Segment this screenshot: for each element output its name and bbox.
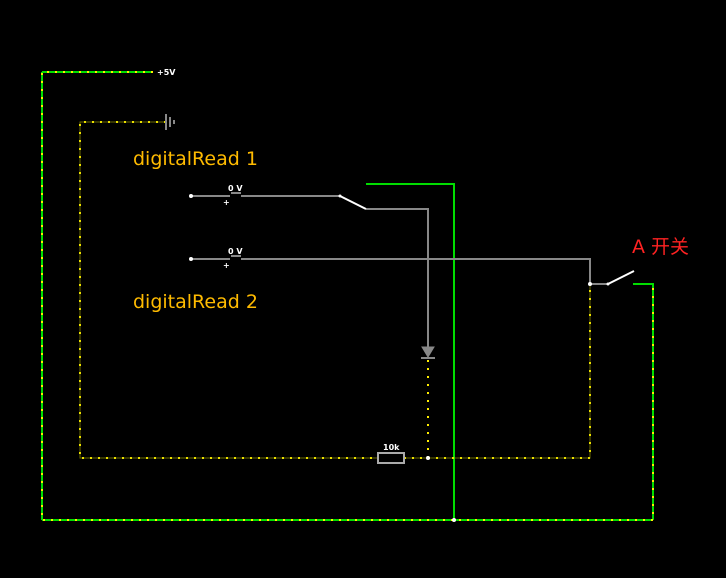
voltmeter-1-value: 0 V	[228, 184, 243, 193]
voltmeter-2-value: 0 V	[228, 247, 243, 256]
switch-1[interactable]	[338, 194, 367, 210]
digital-read-1-label: digitalRead 1	[133, 148, 258, 170]
wire-ground-top[interactable]	[79, 121, 378, 459]
wire-read2-to-switchA[interactable]	[241, 258, 591, 284]
switch-a-label: A 开关	[632, 236, 689, 258]
wire-ground-bottom-right[interactable]	[404, 284, 591, 459]
ground-symbol-icon[interactable]	[165, 114, 175, 130]
voltmeter-2[interactable]	[189, 255, 241, 261]
digital-read-2-label: digitalRead 2	[133, 291, 258, 313]
diode-icon[interactable]	[421, 330, 435, 359]
ground-loop-wires	[79, 121, 591, 459]
resistor-10k[interactable]	[377, 452, 405, 464]
voltmeter-2-polarity: +	[223, 261, 230, 270]
voltmeter-1-polarity: +	[223, 198, 230, 207]
supply-label: +5V	[157, 68, 176, 77]
wire-switch1-out[interactable]	[366, 208, 429, 330]
junction-dots	[426, 282, 592, 522]
voltmeter-1[interactable]	[189, 192, 241, 198]
signal-wires	[191, 195, 608, 330]
wire-plus5v-right[interactable]	[633, 283, 654, 520]
switch-a[interactable]	[606, 270, 635, 286]
wire-switch1-supply[interactable]	[366, 183, 455, 520]
resistor-label: 10k	[383, 443, 400, 452]
